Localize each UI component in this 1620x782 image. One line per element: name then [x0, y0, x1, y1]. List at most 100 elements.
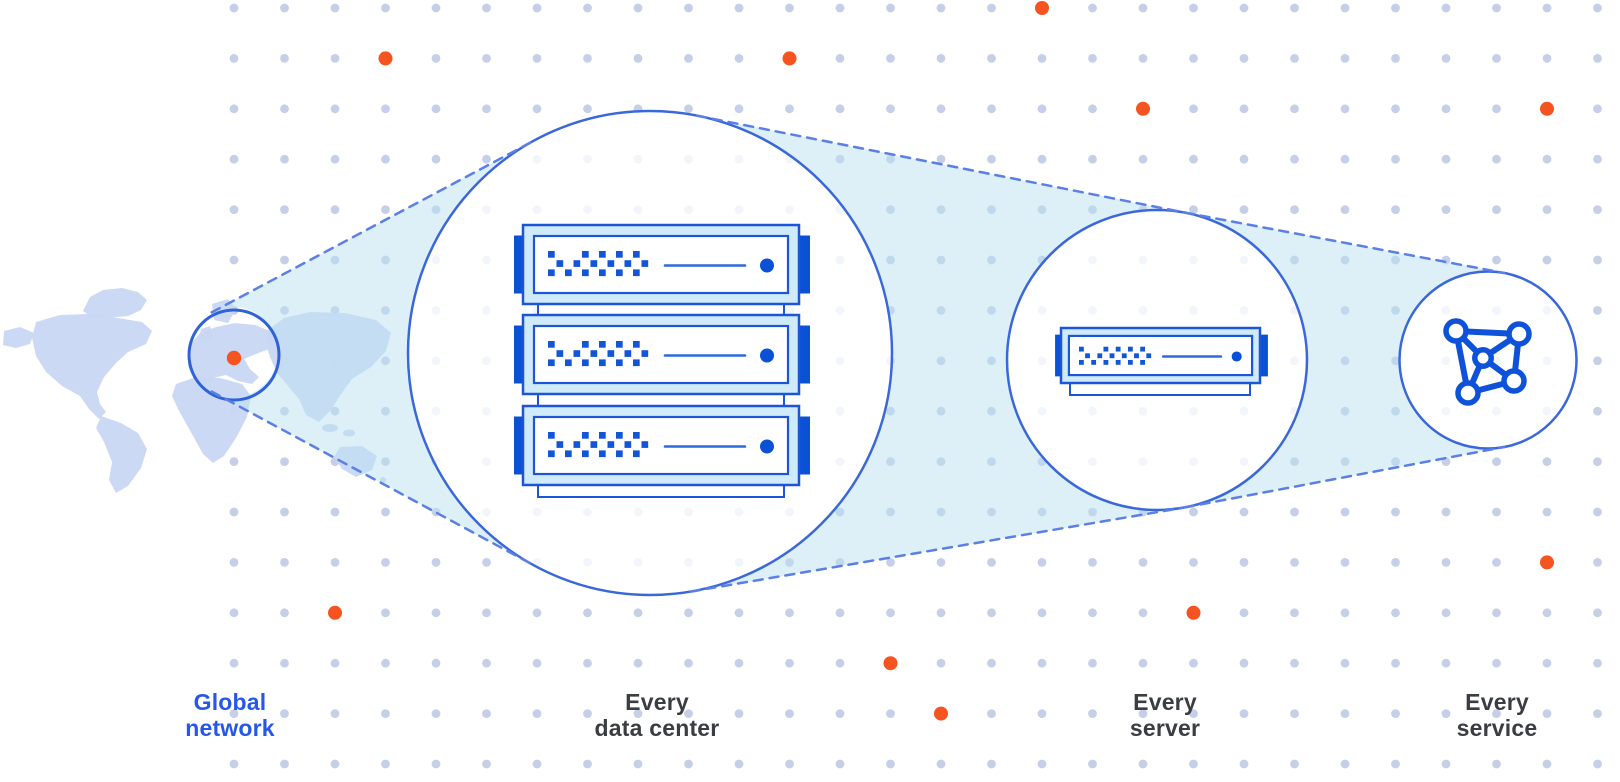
grid-dot [1189, 154, 1198, 164]
server-icon [514, 404, 810, 487]
grid-dot [1290, 104, 1299, 114]
grid-dot [1088, 3, 1097, 13]
grid-dot [1189, 558, 1198, 567]
server-power-dot [1231, 351, 1242, 362]
grid-dot [684, 658, 693, 668]
grid-dot [1441, 507, 1451, 517]
grid-dot [1441, 3, 1451, 13]
grid-dot [381, 154, 390, 164]
grid-dot [886, 608, 895, 618]
server-led-square [548, 341, 555, 348]
server-faceplate [1067, 334, 1254, 377]
server-led-square [548, 251, 555, 258]
grid-dot [835, 658, 845, 668]
grid-dot [886, 709, 895, 718]
grid-dot [381, 507, 390, 517]
grid-dot [229, 709, 239, 718]
grid-dot [835, 3, 845, 13]
grid-dot [1593, 406, 1602, 416]
server-led-square [616, 450, 623, 458]
grid-dot [280, 255, 289, 265]
grid-dot [633, 759, 643, 769]
server-led-square [616, 432, 623, 439]
grid-dot [936, 104, 946, 114]
label-every-service: Every service [1456, 689, 1538, 741]
server-icon [514, 223, 810, 306]
grid-dot [431, 54, 441, 63]
grid-dot [229, 104, 239, 114]
grid-dot [330, 3, 340, 13]
grid-dot [1290, 759, 1299, 769]
grid-dot [381, 3, 390, 13]
grid-dot [936, 658, 946, 668]
grid-dot [987, 104, 996, 114]
grid-dot [280, 54, 289, 63]
continent-shape [96, 416, 147, 493]
server-led-square [1140, 346, 1146, 352]
grid-dot [633, 608, 643, 618]
server-led-square [607, 260, 615, 267]
mesh-node [1443, 318, 1469, 344]
grid-dot [734, 3, 744, 13]
grid-dot [1037, 608, 1047, 618]
server-led-square [607, 350, 615, 357]
grid-dot [1542, 759, 1552, 769]
label-global-network: Global network [185, 689, 275, 741]
grid-dot [1340, 759, 1350, 769]
server-led-square [599, 269, 606, 277]
server-led-square [616, 359, 623, 367]
grid-dot [1239, 205, 1249, 215]
grid-dot [1391, 759, 1400, 769]
grid-dot [633, 709, 643, 718]
server-led-square [1127, 359, 1133, 365]
grid-dot [1138, 658, 1148, 668]
grid-dot [280, 658, 289, 668]
server-led-square [1103, 359, 1109, 365]
grid-dot [482, 3, 491, 13]
grid-dot [936, 608, 946, 618]
grid-dot [1441, 608, 1451, 618]
orange-accent-dot [1540, 555, 1554, 570]
grid-dot [1290, 709, 1299, 718]
server-led-square [599, 359, 606, 367]
grid-dot [1138, 759, 1148, 769]
grid-dot [1239, 608, 1249, 618]
grid-dot [330, 558, 340, 567]
grid-dot [1593, 658, 1602, 668]
grid-dot [1239, 558, 1249, 567]
grid-dot [1088, 759, 1097, 769]
grid-dot [1239, 3, 1249, 13]
grid-dot [280, 759, 289, 769]
grid-dot [1542, 3, 1552, 13]
map-highlight-circle [187, 308, 281, 402]
grid-dot [785, 709, 794, 718]
grid-dot [280, 3, 289, 13]
grid-dot [633, 3, 643, 13]
grid-dot [734, 759, 744, 769]
grid-dot [1239, 709, 1249, 718]
grid-dot [734, 658, 744, 668]
grid-dot [1138, 154, 1148, 164]
grid-dot [886, 3, 895, 13]
grid-dot [229, 558, 239, 567]
grid-dot [1290, 3, 1299, 13]
grid-dot [1492, 3, 1501, 13]
orange-accent-dot [328, 605, 342, 620]
server-led-square [1079, 346, 1084, 352]
grid-dot [532, 759, 542, 769]
grid-dot [1088, 709, 1097, 718]
grid-dot [381, 205, 390, 215]
server-led-square [1097, 353, 1103, 359]
grid-dot [835, 608, 845, 618]
label-every-data-center: Every data center [594, 689, 720, 741]
grid-dot [1593, 54, 1602, 63]
grid-dot [229, 608, 239, 618]
server-led-square [641, 441, 649, 448]
server-led-square [1109, 353, 1115, 359]
grid-dot [987, 154, 996, 164]
grid-dot [1492, 608, 1501, 618]
grid-dot [835, 54, 845, 63]
orange-accent-dot [1035, 1, 1049, 15]
grid-dot [1189, 507, 1198, 517]
